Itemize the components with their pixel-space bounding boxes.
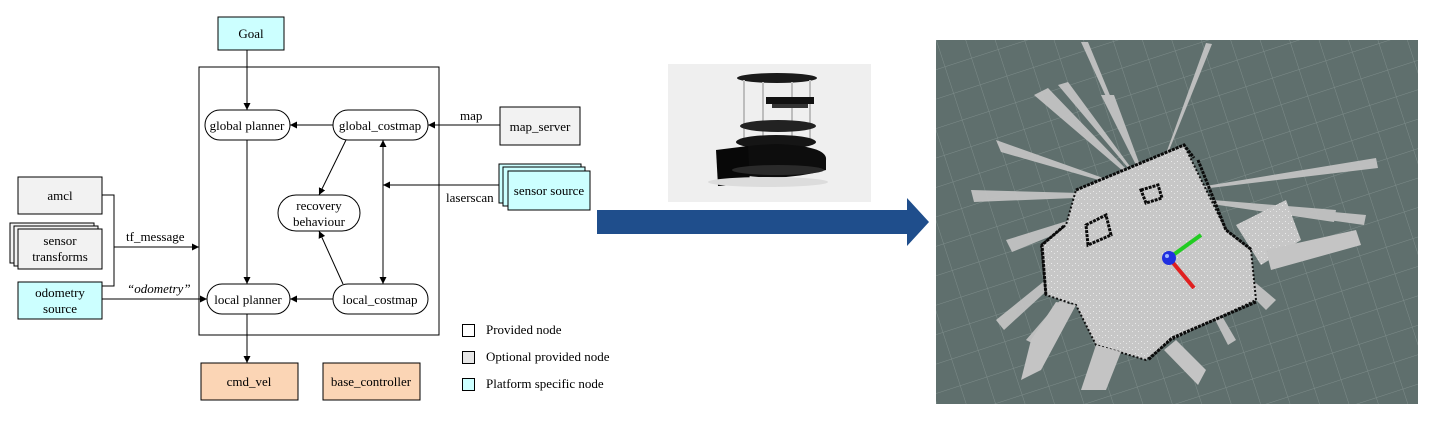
turtlebot-robot-icon xyxy=(708,73,828,187)
edge-amcl-tf-bracket xyxy=(102,194,115,287)
cmd-vel-label: cmd_vel xyxy=(227,374,272,389)
odometry-source-node: odometry source xyxy=(17,281,103,320)
odometry-source-line2: source xyxy=(43,301,77,316)
local-planner-label: local planner xyxy=(214,292,282,307)
goal-node: Goal xyxy=(217,16,285,51)
flow-arrow xyxy=(597,198,929,246)
recovery-behaviour-node: recovery behaviour xyxy=(277,194,361,232)
sensor-source-node: sensor source xyxy=(498,163,591,211)
sensor-transforms-line2: transforms xyxy=(32,249,88,264)
edge-label-map: map xyxy=(460,108,482,123)
local-planner-node: local planner xyxy=(206,283,291,315)
sensor-transforms-box xyxy=(17,228,103,270)
map-server-box xyxy=(499,106,581,146)
legend-label-platform: Platform specific node xyxy=(486,376,604,391)
occupancy-map xyxy=(936,40,1418,404)
local-costmap-node: local_costmap xyxy=(332,283,429,315)
robot-photo xyxy=(668,64,871,202)
sensor-source-label: sensor source xyxy=(514,183,585,198)
amcl-label: amcl xyxy=(47,188,73,203)
amcl-box xyxy=(17,176,103,215)
recovery-label-line2: behaviour xyxy=(293,214,346,229)
global-costmap-node: global_costmap xyxy=(332,109,429,141)
flow-arrow-icon xyxy=(597,198,929,246)
base-controller-label: base_controller xyxy=(331,374,412,389)
odometry-source-line1: odometry xyxy=(35,285,85,300)
local-costmap-label: local_costmap xyxy=(342,292,417,307)
base-controller-box xyxy=(322,362,421,401)
legend-swatch-optional xyxy=(462,351,475,364)
goal-label: Goal xyxy=(238,26,264,41)
edge-label-tf-message: tf_message xyxy=(126,229,185,244)
move-base-container xyxy=(198,66,440,336)
legend-label-provided: Provided node xyxy=(486,322,562,337)
navigation-stack-diagram: Goal global planner global_costmap map_s… xyxy=(9,16,591,401)
sensor-transforms-node: sensor transforms xyxy=(9,222,103,270)
map-server-label: map_server xyxy=(510,119,571,134)
legend-swatch-provided xyxy=(462,324,475,337)
legend-swatch-platform xyxy=(462,378,475,391)
global-planner-node: global planner xyxy=(204,109,291,141)
recovery-label-line1: recovery xyxy=(296,198,342,213)
odometry-source-box xyxy=(17,281,103,320)
sensor-source-box xyxy=(507,170,591,211)
global-planner-label: global planner xyxy=(210,118,285,133)
edge-label-odometry: “odometry” xyxy=(127,281,191,296)
map-server-node: map_server xyxy=(499,106,581,146)
goal-box xyxy=(217,16,285,51)
cmd-vel-node: cmd_vel xyxy=(200,362,299,401)
occupancy-grid-map-icon xyxy=(936,40,1418,404)
robot-pose-icon xyxy=(1162,233,1203,290)
base-controller-node: base_controller xyxy=(322,362,421,401)
edge-label-laserscan: laserscan xyxy=(446,190,494,205)
edge-global-costmap-to-recovery xyxy=(318,139,347,196)
amcl-node: amcl xyxy=(17,176,103,215)
legend-label-optional: Optional provided node xyxy=(486,349,610,364)
sensor-transforms-line1: sensor xyxy=(43,233,77,248)
global-costmap-label: global_costmap xyxy=(339,118,421,133)
edge-local-costmap-to-recovery xyxy=(318,230,344,285)
cmd-vel-box xyxy=(200,362,299,401)
